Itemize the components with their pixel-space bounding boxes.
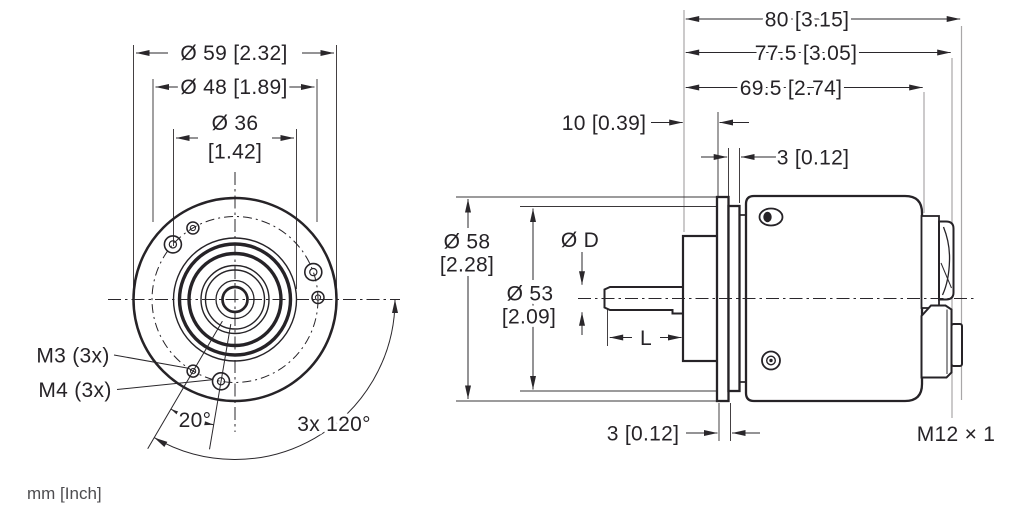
m3-hole (186, 221, 200, 235)
dim-shaft-length: L (640, 327, 652, 350)
m3-holes (186, 221, 325, 378)
dim-bolt-circle: Ø 48 [1.89] (180, 76, 287, 99)
m4-holes (163, 235, 323, 391)
rear-cap (938, 220, 955, 301)
units-label: mm [Inch] (27, 484, 102, 503)
dim-body-length: 69.5 [2.74] (740, 77, 843, 100)
dim-ring-thickness: 3 [0.12] (777, 147, 849, 170)
dim-shaft-diameter: Ø D (561, 229, 599, 252)
side-dimension-lines (465, 16, 961, 436)
dim-spacing-angle: 3x 120° (297, 413, 371, 436)
housing-screw-top (758, 207, 784, 227)
dim-ring-diameter-inch: [2.09] (502, 306, 556, 329)
shaft (603, 286, 684, 315)
label-connector-thread: M12 × 1 (917, 423, 996, 446)
dim-offset-angle: 20° (179, 409, 212, 432)
dim-pilot-diameter-mm: Ø 36 (212, 112, 259, 135)
front-view: Ø 59 [2.32] Ø 48 [1.89] Ø 36 [1.42] M3 (… (33, 39, 400, 460)
dim-total-length: 80 [3.15] (765, 9, 849, 32)
front-extension-lines (133, 45, 337, 300)
rear-cap-edge (940, 262, 952, 289)
dim-length-to-cap: 77.5 [3.05] (755, 42, 858, 65)
dim-ring-diameter-mm: Ø 53 (507, 283, 554, 306)
housing-screw-bottom (761, 350, 781, 371)
dim-flange-diameter-mm: Ø 58 (444, 231, 491, 254)
side-view: 80 [3.15] 77.5 [3.05] 69.5 [2.74] 10 [0.… (436, 5, 998, 450)
dim-flange-thickness: 3 [0.12] (607, 423, 679, 446)
m4-hole (211, 371, 231, 391)
m3-hole (186, 364, 200, 378)
dim-outer-diameter: Ø 59 [2.32] (180, 42, 287, 65)
m12-connector-tip (950, 323, 963, 367)
m4-hole (163, 235, 183, 254)
dim-pilot-depth: 10 [0.39] (562, 112, 646, 135)
encoder-body (744, 194, 924, 403)
dim-pilot-diameter-inch: [1.42] (208, 141, 262, 164)
m4-hole (303, 262, 323, 282)
label-m3-holes: M3 (3x) (36, 345, 109, 368)
label-m4-holes: M4 (3x) (38, 379, 111, 402)
dim-flange-diameter-inch: [2.28] (440, 254, 494, 277)
m3-hole (311, 290, 325, 305)
arc-120-degrees (153, 299, 398, 460)
rear-cap-base (920, 215, 940, 309)
rear-cap-contour (941, 226, 951, 296)
